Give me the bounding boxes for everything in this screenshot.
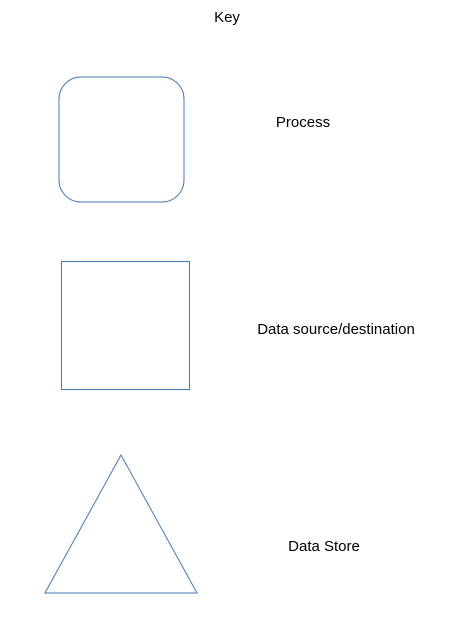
process-label: Process bbox=[275, 114, 331, 131]
data-store-shape bbox=[44, 453, 198, 594]
data-source-destination-shape bbox=[61, 261, 190, 390]
data-source-destination-label: Data source/destination bbox=[257, 321, 415, 338]
key-title: Key bbox=[214, 9, 240, 26]
process-shape bbox=[58, 76, 185, 203]
data-store-label: Data Store bbox=[288, 538, 360, 555]
